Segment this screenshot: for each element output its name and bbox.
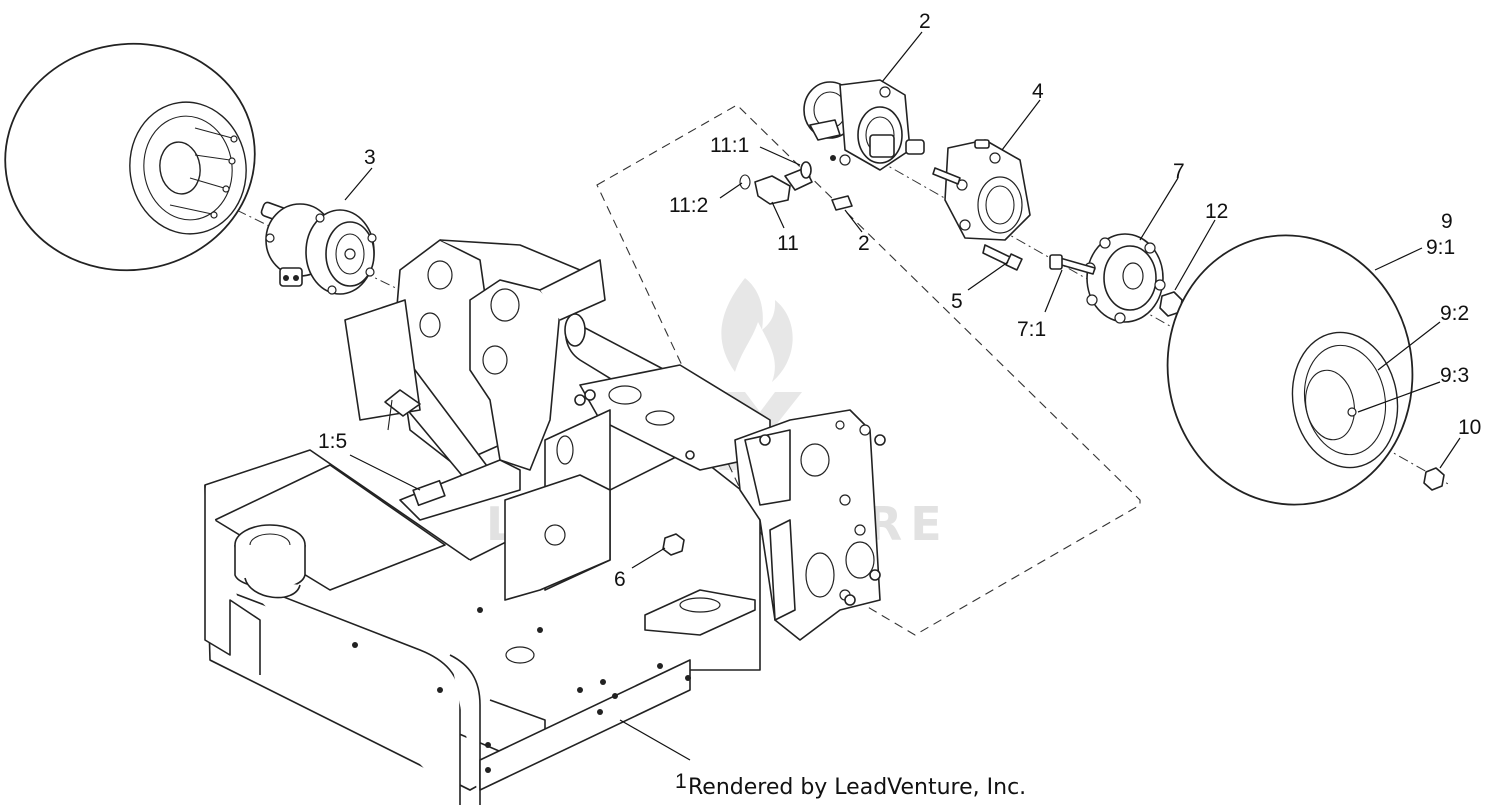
right-wheel-motor	[803, 79, 925, 211]
callout-11: 11	[777, 232, 799, 255]
main-frame	[204, 239, 886, 805]
callout-11-2: 11:2	[669, 194, 708, 217]
callout-5: 5	[951, 290, 963, 313]
hydraulic-elbow-fitting	[739, 161, 813, 205]
callout-1-5: 1:5	[318, 430, 347, 453]
render-credit: Rendered by LeadVenture, Inc.	[688, 775, 1027, 800]
wheel-hub	[1049, 233, 1166, 324]
left-tire	[4, 42, 256, 272]
leader-lines	[344, 31, 1461, 761]
mount-bolts	[932, 167, 1023, 271]
callout-6: 6	[614, 568, 626, 591]
callout-10: 10	[1458, 416, 1481, 439]
left-wheel-motor	[260, 201, 377, 295]
callout-4: 4	[1032, 80, 1044, 103]
callout-7-1: 7:1	[1017, 318, 1046, 341]
callout-3: 3	[364, 146, 376, 169]
callout-12: 12	[1205, 200, 1228, 223]
callout-2-bottom: 2	[858, 232, 870, 255]
callout-9-2: 9:2	[1440, 302, 1469, 325]
callout-11-1: 11:1	[710, 134, 749, 157]
wheel-nut	[1423, 467, 1445, 491]
motor-mount-bracket	[944, 139, 1031, 241]
callout-9-1: 9:1	[1426, 236, 1455, 259]
callouts: 2 4 3 11:1 11:2 11 2 7 12 5 7:1 9 9:1 9:…	[318, 10, 1481, 793]
callout-9-3: 9:3	[1440, 364, 1469, 387]
callout-9: 9	[1441, 210, 1453, 233]
callout-1: 1	[675, 770, 687, 793]
right-tire	[1166, 234, 1414, 506]
callout-2-top: 2	[919, 10, 931, 33]
callout-7: 7	[1173, 160, 1185, 183]
